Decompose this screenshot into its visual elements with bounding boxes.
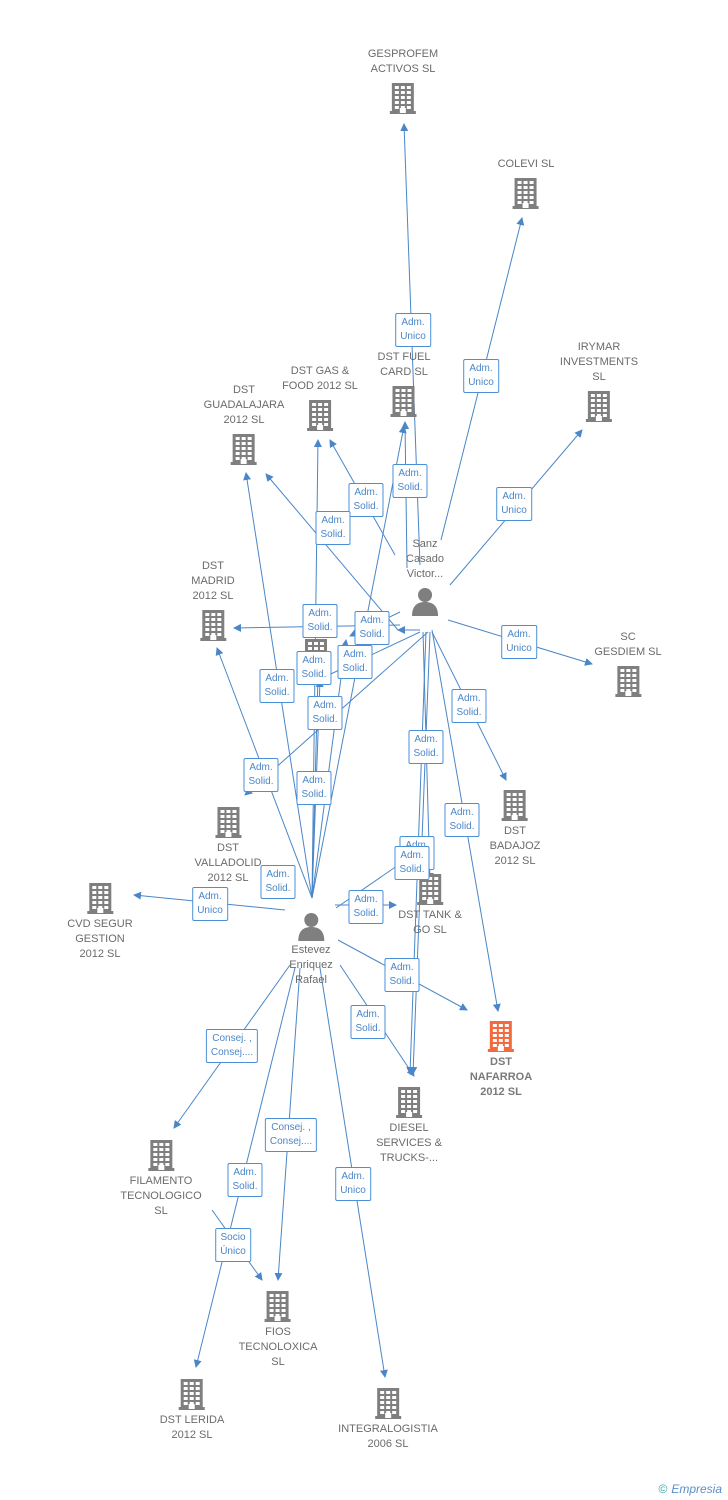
relation-badge[interactable]: Adm. Solid. <box>354 611 390 645</box>
node-label: DST MADRID 2012 SL <box>191 560 235 602</box>
edge-line <box>311 639 350 899</box>
brand-name: Empresia <box>671 1482 722 1496</box>
relation-badge[interactable]: Adm. Solid. <box>408 730 444 764</box>
relation-badge[interactable]: Adm. Solid. <box>350 1005 386 1039</box>
relation-badge[interactable]: Adm. Solid. <box>444 803 480 837</box>
node-guadalajara[interactable]: DST GUADALAJARA 2012 SL <box>203 383 285 466</box>
node-label: DST FUEL CARD SL <box>377 351 431 378</box>
relation-badge[interactable]: Adm. Solid. <box>302 604 338 638</box>
node-label: FILAMENTO TECNOLOGICO SL <box>120 1175 202 1217</box>
relation-badge[interactable]: Adm. Unico <box>463 359 499 393</box>
building-icon <box>199 610 226 641</box>
building-icon <box>395 1087 422 1118</box>
relation-badge[interactable]: Adm. Solid. <box>259 669 295 703</box>
building-icon <box>585 391 612 422</box>
node-madrid[interactable]: DST MADRID 2012 SL <box>191 559 235 642</box>
node-label: DST LERIDA 2012 SL <box>159 1414 225 1441</box>
relation-badge[interactable]: Adm. Solid. <box>260 865 296 899</box>
building-icon <box>615 666 641 697</box>
node-lerida[interactable]: DST LERIDA 2012 SL <box>159 1377 225 1443</box>
relation-badge[interactable]: Adm. Solid. <box>315 511 351 545</box>
node-label: Sanz Casado Victor... <box>406 538 444 580</box>
node-label: COLEVI SL <box>497 158 555 170</box>
node-gasfood[interactable]: DST GAS & FOOD 2012 SL <box>282 364 358 432</box>
node-estevez[interactable]: Estevez Enriquez Rafael <box>289 911 333 988</box>
relation-badge[interactable]: Adm. Solid. <box>384 958 420 992</box>
relation-badge[interactable]: Adm. Solid. <box>296 651 332 685</box>
node-badajoz[interactable]: DST BADAJOZ 2012 SL <box>489 788 541 869</box>
node-label: SC GESDIEM SL <box>594 631 662 658</box>
edge-line <box>265 473 399 631</box>
building-icon <box>416 874 443 905</box>
relation-badge[interactable]: Adm. Unico <box>395 313 431 347</box>
footer-brand[interactable]: ©Empresia <box>658 1482 722 1496</box>
relation-badge[interactable]: Consej. , Consej.... <box>205 1029 259 1063</box>
relation-badge[interactable]: Adm. Solid. <box>227 1163 263 1197</box>
relation-badge[interactable]: Adm. Solid. <box>307 696 343 730</box>
node-fuelcard[interactable]: DST FUEL CARD SL <box>377 350 431 418</box>
node-irymar[interactable]: IRYMAR INVESTMENTS SL <box>560 340 638 423</box>
node-label: Estevez Enriquez Rafael <box>289 944 333 986</box>
building-icon <box>488 1021 514 1052</box>
building-icon <box>230 434 257 465</box>
relation-badge[interactable]: Adm. Solid. <box>337 645 373 679</box>
node-label: INTEGRALOGISTIA 2006 SL <box>338 1423 438 1450</box>
building-icon <box>390 386 417 417</box>
node-label: DIESEL SERVICES & TRUCKS-... <box>376 1122 442 1164</box>
node-gesprofem[interactable]: GESPROFEM ACTIVOS SL <box>368 47 438 115</box>
building-icon <box>306 400 333 431</box>
node-label: DST GAS & FOOD 2012 SL <box>282 365 358 392</box>
relation-badge[interactable]: Adm. Solid. <box>296 771 332 805</box>
relation-badge[interactable]: Adm. Unico <box>192 887 228 921</box>
node-sanz[interactable]: Sanz Casado Victor... <box>406 537 444 616</box>
node-label: GESPROFEM ACTIVOS SL <box>367 48 439 75</box>
relation-badge[interactable]: Adm. Solid. <box>348 483 384 517</box>
relation-badge[interactable]: Adm. Unico <box>496 487 532 521</box>
building-icon <box>215 807 241 838</box>
building-icon <box>87 883 113 914</box>
node-label: DST NAFARROA 2012 SL <box>469 1056 533 1098</box>
person-icon <box>411 588 438 616</box>
relation-badge[interactable]: Adm. Solid. <box>451 689 487 723</box>
node-gesdiem[interactable]: SC GESDIEM SL <box>594 630 662 698</box>
relation-badge[interactable]: Consej. , Consej.... <box>264 1118 318 1152</box>
building-icon <box>179 1379 205 1410</box>
building-icon <box>501 790 528 821</box>
node-label: DST TANK & GO SL <box>398 909 462 936</box>
node-cvd[interactable]: CVD SEGUR GESTION 2012 SL <box>67 881 133 962</box>
node-label: FIOS TECNOLOXICA SL <box>238 1326 318 1368</box>
node-nafarroa[interactable]: DST NAFARROA 2012 SL <box>470 1019 532 1100</box>
relation-badge[interactable]: Adm. Solid. <box>243 758 279 792</box>
node-label: IRYMAR INVESTMENTS SL <box>559 341 639 383</box>
node-fios[interactable]: FIOS TECNOLOXICA SL <box>238 1289 318 1370</box>
relation-badge[interactable]: Socio Único <box>215 1228 251 1262</box>
building-icon <box>147 1140 174 1171</box>
node-tank[interactable]: DST TANK & GO SL <box>398 872 462 938</box>
node-filamento[interactable]: FILAMENTO TECNOLOGICO SL <box>120 1138 202 1219</box>
node-label: DST GUADALAJARA 2012 SL <box>203 384 285 426</box>
node-diesel[interactable]: DIESEL SERVICES & TRUCKS-... <box>376 1085 442 1166</box>
person-icon <box>297 913 324 941</box>
node-integra[interactable]: INTEGRALOGISTIA 2006 SL <box>338 1386 438 1452</box>
building-icon <box>264 1291 291 1322</box>
node-label: DST VALLADOLID 2012 SL <box>194 842 262 884</box>
node-label: DST BADAJOZ 2012 SL <box>489 825 541 867</box>
building-icon <box>512 178 539 209</box>
relation-badge[interactable]: Adm. Unico <box>501 625 537 659</box>
relation-badge[interactable]: Adm. Unico <box>335 1167 371 1201</box>
copyright-mark: © <box>658 1482 668 1496</box>
relation-badge[interactable]: Adm. Solid. <box>392 464 428 498</box>
relation-badge[interactable]: Adm. Solid. <box>394 846 430 880</box>
relation-badge[interactable]: Adm. Solid. <box>348 890 384 924</box>
building-icon <box>389 83 416 114</box>
building-icon <box>374 1388 401 1419</box>
node-valladolid[interactable]: DST VALLADOLID 2012 SL <box>194 805 262 886</box>
node-label: CVD SEGUR GESTION 2012 SL <box>67 918 133 960</box>
node-colevi[interactable]: COLEVI SL <box>497 157 555 210</box>
